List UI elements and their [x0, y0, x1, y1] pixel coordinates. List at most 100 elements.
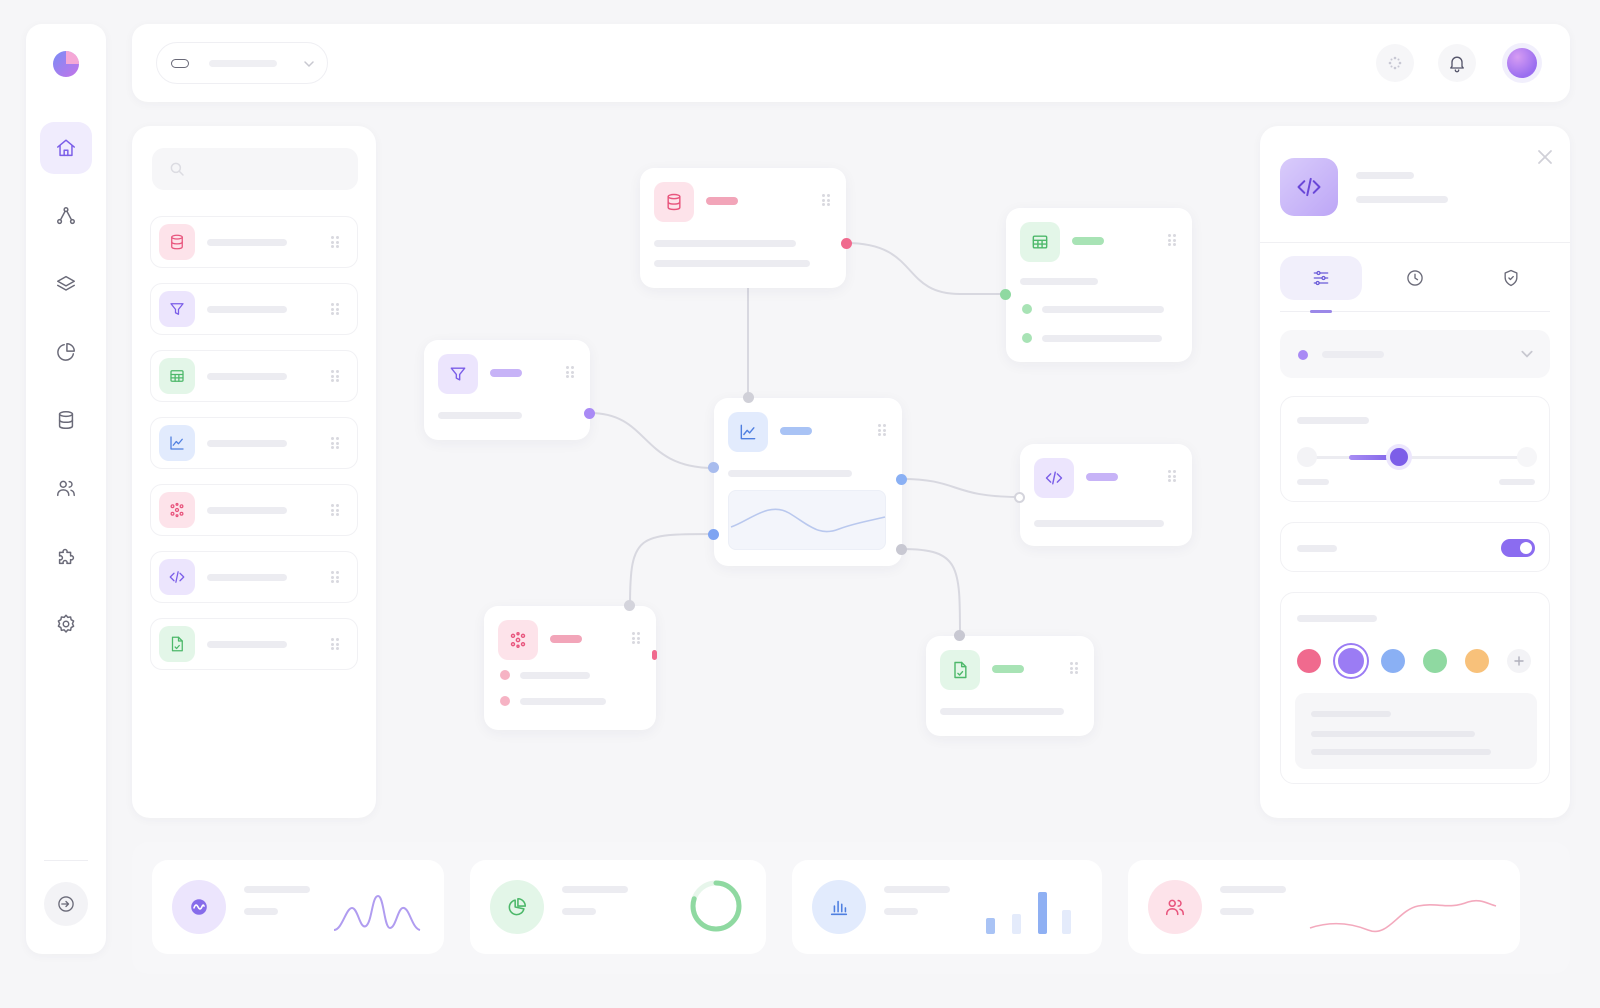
- sidebar-item-database[interactable]: [40, 394, 92, 446]
- line-chart-icon-box: [159, 425, 195, 461]
- library-item-cluster[interactable]: [150, 484, 358, 536]
- library-item-file[interactable]: [150, 618, 358, 670]
- drag-handle[interactable]: [331, 638, 339, 650]
- port-db-out[interactable]: [841, 238, 852, 249]
- file-node[interactable]: [926, 636, 1094, 736]
- port-code-in[interactable]: [1014, 492, 1025, 503]
- sidebar-item-layers[interactable]: [40, 258, 92, 310]
- library-item-database[interactable]: [150, 216, 358, 268]
- enable-toggle[interactable]: [1501, 539, 1535, 557]
- port-table-in[interactable]: [1000, 289, 1011, 300]
- library-item-table[interactable]: [150, 350, 358, 402]
- library-item-label: [207, 641, 287, 648]
- workspace-selector[interactable]: [156, 42, 328, 84]
- port-chart-in-2[interactable]: [708, 529, 719, 540]
- port-cluster-out[interactable]: [652, 650, 657, 660]
- port-cluster-in[interactable]: [624, 600, 635, 611]
- active-tab-indicator: [1310, 310, 1332, 313]
- stat-bars: [986, 892, 1071, 934]
- stat-card-users[interactable]: [1128, 860, 1520, 954]
- color-swatch[interactable]: [1297, 649, 1321, 673]
- port-db-bottom[interactable]: [743, 392, 754, 403]
- connection-chart-file: [901, 548, 961, 637]
- sidebar-item-workflow[interactable]: [40, 190, 92, 242]
- inspector-divider: [1260, 242, 1570, 243]
- color-swatch[interactable]: [1381, 649, 1405, 673]
- sidebar-item-plugins[interactable]: [40, 530, 92, 582]
- add-color-button[interactable]: [1507, 649, 1531, 673]
- sidebar-item-settings[interactable]: [40, 598, 92, 650]
- stat-value-placeholder: [244, 908, 278, 915]
- avatar[interactable]: [1502, 43, 1542, 83]
- port-chart-out-1[interactable]: [896, 474, 907, 485]
- table-node[interactable]: [1006, 208, 1192, 362]
- type-dropdown[interactable]: [1280, 330, 1550, 378]
- notifications-button[interactable]: [1438, 44, 1476, 82]
- cluster-icon: [510, 632, 526, 648]
- drag-handle[interactable]: [1070, 662, 1078, 674]
- sidebar-item-home[interactable]: [40, 122, 92, 174]
- close-icon[interactable]: [1536, 148, 1554, 166]
- cluster-node[interactable]: [484, 606, 656, 730]
- drag-handle[interactable]: [566, 366, 574, 378]
- drag-handle[interactable]: [632, 632, 640, 644]
- node-field-placeholder: [520, 672, 590, 679]
- color-swatch[interactable]: [1423, 649, 1447, 673]
- tab-permissions[interactable]: [1470, 256, 1552, 300]
- connection-lines: [589, 242, 1021, 637]
- stat-card-pie-chart[interactable]: [470, 860, 766, 954]
- slider-thumb[interactable]: [1390, 448, 1408, 466]
- drag-handle[interactable]: [1168, 470, 1176, 482]
- drag-handle[interactable]: [331, 504, 339, 516]
- library-item-filter[interactable]: [150, 283, 358, 335]
- cluster-icon-box: [159, 492, 195, 528]
- code-node[interactable]: [1020, 444, 1192, 546]
- color-swatches: [1297, 645, 1537, 677]
- stat-card-wave[interactable]: [152, 860, 444, 954]
- sidebar-divider: [44, 860, 88, 861]
- drag-handle[interactable]: [822, 194, 830, 206]
- database-node[interactable]: [640, 168, 846, 288]
- color-swatch[interactable]: [1465, 649, 1489, 673]
- drag-handle[interactable]: [331, 236, 339, 248]
- sidebar-item-users[interactable]: [40, 462, 92, 514]
- threshold-slider-card: [1280, 396, 1550, 502]
- logout-button[interactable]: [44, 882, 88, 926]
- node-title-tag: [992, 665, 1024, 673]
- drag-handle[interactable]: [878, 424, 886, 436]
- filter-icon-box: [159, 291, 195, 327]
- workflow-canvas[interactable]: [400, 126, 1210, 818]
- cluster-icon: [170, 502, 184, 518]
- tab-history[interactable]: [1374, 256, 1456, 300]
- color-swatch[interactable]: [1335, 645, 1367, 677]
- library-item-code[interactable]: [150, 551, 358, 603]
- preview-line-2: [1311, 731, 1475, 737]
- chart-node[interactable]: [714, 398, 902, 566]
- filter-node[interactable]: [424, 340, 590, 440]
- port-chart-in-1[interactable]: [708, 462, 719, 473]
- drag-handle[interactable]: [331, 437, 339, 449]
- app-logo-icon[interactable]: [52, 50, 80, 78]
- stat-title-placeholder: [562, 886, 628, 893]
- stat-card-bar-chart[interactable]: [792, 860, 1102, 954]
- port-chart-out-2[interactable]: [896, 544, 907, 555]
- drag-handle[interactable]: [331, 571, 339, 583]
- library-item-line-chart[interactable]: [150, 417, 358, 469]
- search-input[interactable]: [152, 148, 358, 190]
- threshold-slider[interactable]: [1297, 445, 1537, 469]
- port-filter-out[interactable]: [584, 408, 595, 419]
- sparkle-icon: [1388, 56, 1402, 70]
- code-icon-box: [1034, 458, 1074, 498]
- ai-assist-button[interactable]: [1376, 44, 1414, 82]
- port-file-in[interactable]: [954, 630, 965, 641]
- tab-properties[interactable]: [1280, 256, 1362, 300]
- users-icon: [1165, 899, 1185, 916]
- drag-handle[interactable]: [331, 303, 339, 315]
- stat-bar: [1038, 892, 1047, 934]
- drag-handle[interactable]: [1168, 234, 1176, 246]
- database-icon: [58, 411, 74, 429]
- pie-chart-icon: [57, 343, 75, 361]
- drag-handle[interactable]: [331, 370, 339, 382]
- sidebar-item-reports[interactable]: [40, 326, 92, 378]
- node-title-tag: [1072, 237, 1104, 245]
